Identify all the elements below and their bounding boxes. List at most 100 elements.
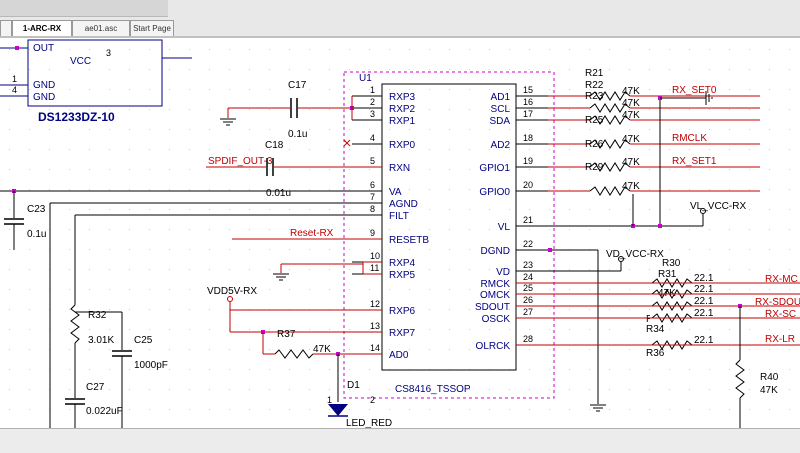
resistor-ref: R25 [585,115,604,126]
c17-value: 0.1u [288,129,307,140]
pin-name: RXP7 [389,328,416,339]
capacitor-c23[interactable]: C23 0.1u [4,191,46,250]
r40-ref: R40 [760,372,779,383]
regulator-ds1233[interactable]: OUT GND GND VCC 1 4 3 DS1233DZ-10 [0,39,192,124]
resistor-value: 47K [622,98,640,109]
pin-name: RXP0 [389,140,416,151]
resistor[interactable] [589,91,631,101]
net-vdd5v: VDD5V-RX [207,286,257,297]
schematic-drawing: OUT GND GND VCC 1 4 3 DS1233DZ-10 U1 CS8… [0,36,800,428]
tab-ae01[interactable]: ae01.asc [72,20,130,36]
resistor-value: 47K [622,157,640,168]
reg-pin-3: 3 [106,48,111,58]
net-rx-lr: RX-LR [765,334,795,345]
resistor-ref: R31 [658,269,677,280]
resistor-value: 47K [622,134,640,145]
pin-name: SDOUT [475,302,510,313]
resistor-value: 22.1 [694,273,714,284]
c27-ref: C27 [86,382,105,393]
resistor-ref: R30 [662,258,681,269]
resistor[interactable] [651,301,693,311]
net-rx-sc: RX-SC [765,309,796,320]
resistor[interactable] [651,278,693,288]
resistor-value: 22.1 [694,284,714,295]
pin-number: 2 [370,97,375,107]
pin-number: 26 [523,295,533,305]
resistor-r37[interactable]: R37 47K [262,329,382,359]
pin-name: AD2 [491,140,511,151]
pin-number: 12 [370,299,380,309]
pin-name: FILT [389,211,409,222]
pin-number: 20 [523,180,533,190]
resistor-ref: R26 [585,139,604,150]
pin-number: 28 [523,334,533,344]
c18-value: 0.01u [266,188,291,199]
pin-name: AD0 [389,350,409,361]
resistor[interactable] [589,103,631,113]
net-rx-sdou: RX-SDOU [755,297,800,308]
resistor[interactable] [589,115,631,125]
net-vl-vcc: VL_VCC-RX [690,201,746,212]
net-label: RX_SET1 [672,156,717,167]
resistor-ref: R36 [646,348,665,359]
capacitor-c17[interactable]: C17 0.1u [220,80,352,140]
c23-ref: C23 [27,204,46,215]
pin-number: 23 [523,260,533,270]
pin-number: 16 [523,97,533,107]
reg-pin-1: 1 [12,74,17,84]
pin-number: 17 [523,109,533,119]
resistor[interactable] [589,162,631,172]
resistor-r40[interactable] [735,359,745,399]
resistor[interactable] [651,340,693,350]
tab-start-page[interactable]: Start Page [130,20,174,36]
pin-number: 7 [370,192,375,202]
resistor[interactable] [651,313,693,323]
led-d1[interactable]: D1 1 2 LED_RED [327,380,392,428]
pin-number: 8 [370,204,375,214]
d1-value: LED_RED [346,418,392,428]
c25-ref: C25 [134,335,153,346]
document-tab-bar: 1-ARC-RX ae01.asc Start Page [0,0,800,37]
capacitor-c25[interactable]: C25 1000pF [112,312,168,428]
pin-name: RXP5 [389,270,416,281]
pin-name: SDA [489,116,510,127]
capacitor-c27[interactable]: C27 0.022uF [65,382,123,428]
pin-name: RXN [389,163,410,174]
pin-name: GPIO1 [479,163,510,174]
chip-part: CS8416_TSSOP [395,384,471,395]
pin-name: RMCK [481,279,511,290]
c18-ref: C18 [265,140,284,151]
resistor[interactable] [589,139,631,149]
pin-number: 11 [370,263,379,273]
c23-value: 0.1u [27,229,46,240]
pin-name: RXP2 [389,104,416,115]
net-label: RMCLK [672,133,707,144]
net-label: RX_SET0 [672,85,717,96]
resistor[interactable] [589,186,631,196]
tab-1-arc-rx[interactable]: 1-ARC-RX [12,20,72,36]
pin-number: 3 [370,109,375,119]
pin-number: 13 [370,321,380,331]
r32-ref: R32 [88,310,107,321]
resistor-value: 22.1 [694,296,714,307]
pin-number: 25 [523,283,533,293]
schematic-canvas[interactable]: OUT GND GND VCC 1 4 3 DS1233DZ-10 U1 CS8… [0,36,800,428]
pin-number: 9 [370,228,375,238]
resistor[interactable] [651,289,693,299]
pin-number: 10 [370,251,380,261]
pin-name: OLRCK [476,341,511,352]
tab-partial[interactable] [0,20,12,36]
reg-pin-out: OUT [33,43,54,54]
reg-pin-vcc: VCC [70,56,91,67]
resistor-r32[interactable]: R32 3.01K [70,304,114,398]
net-rx-mc: RX-MC [765,274,798,285]
resistor-ref: R21 [585,68,604,79]
r40-value: 47K [760,385,778,396]
resistor-value: 47K [622,110,640,121]
pin-name: OSCK [482,314,511,325]
capacitor-c18[interactable]: C18 0.01u [206,140,382,199]
resistor-ref: R23 [585,91,604,102]
pin-number: 1 [370,85,375,95]
pin-name: RXP1 [389,116,416,127]
